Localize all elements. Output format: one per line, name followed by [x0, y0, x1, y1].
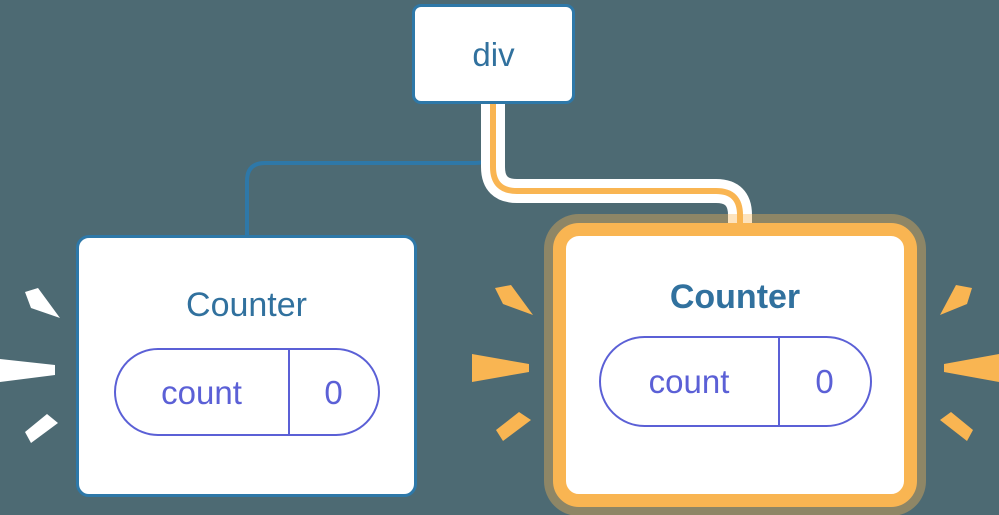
sparkle-ray-icon: [940, 285, 972, 315]
edge-div-to-counter-right: [490, 104, 743, 240]
edge-div-to-counter-right-halo: [481, 104, 752, 240]
sparkle-ray-icon: [940, 412, 973, 441]
state-pill-counter-right: count 0: [598, 336, 872, 427]
sparkle-ray-icon: [496, 412, 531, 441]
node-counter-right[interactable]: Counter count 0: [553, 223, 917, 507]
sparkle-ray-icon: [944, 354, 999, 382]
state-pill-value: 0: [287, 350, 378, 434]
sparkle-ray-icon: [495, 285, 533, 315]
sparkle-burst-counter-left: [0, 288, 60, 443]
sparkle-ray-icon: [472, 354, 529, 382]
node-counter-left[interactable]: Counter count 0: [76, 235, 417, 497]
sparkle-ray-icon: [25, 414, 58, 443]
node-counter-right-label: Counter: [669, 278, 801, 316]
state-pill-key: count: [648, 363, 730, 400]
state-pill-value: 0: [777, 338, 870, 425]
node-counter-left-label: Counter: [186, 286, 307, 324]
sparkle-ray-icon: [0, 359, 55, 382]
sparkle-burst-counter-right-right: [940, 285, 999, 441]
node-div-label: div: [472, 35, 515, 73]
sparkle-burst-counter-right-left: [472, 285, 533, 441]
edge-div-to-counter-left: [245, 104, 495, 237]
state-pill-key: count: [161, 373, 242, 411]
state-pill-counter-left: count 0: [113, 348, 380, 436]
sparkle-ray-icon: [25, 288, 60, 318]
node-div[interactable]: div: [412, 4, 575, 104]
